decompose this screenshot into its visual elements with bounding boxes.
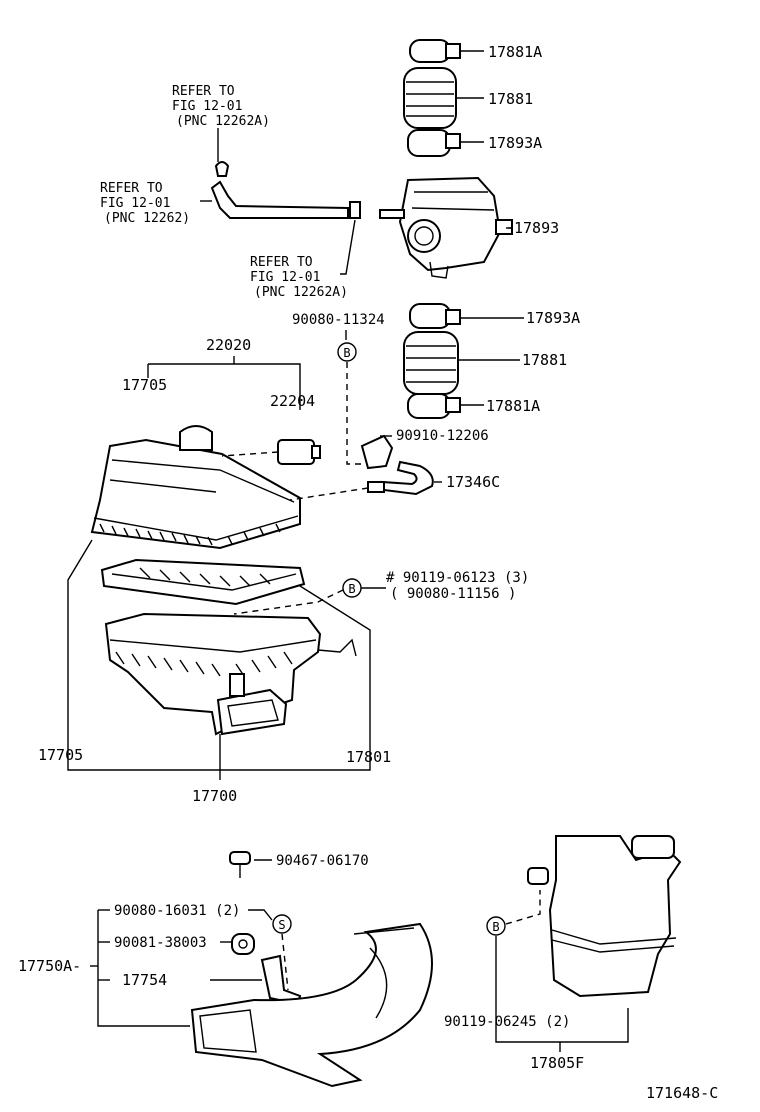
callout-22204: 22204 <box>270 392 315 410</box>
callout-17881a-mid: 17881A <box>486 397 540 415</box>
callout-90080-16031: 90080-16031 (2) <box>114 903 240 919</box>
callout-17805f: 17805F <box>530 1054 584 1072</box>
callout-17750a: 17750A- <box>18 957 81 975</box>
callout-17346c: 17346C <box>446 473 500 491</box>
ref-b-line-2: FIG 12-01 <box>100 196 170 211</box>
diagram-code: 171648-C <box>646 1084 718 1102</box>
ref-note-c: REFER TO FIG 12-01 (PNC 12262A) <box>250 255 348 300</box>
ref-c-line-2: FIG 12-01 <box>250 270 320 285</box>
callout-90081-38003: 90081-38003 <box>114 935 207 951</box>
marker-b-middle: B <box>348 582 355 596</box>
bracket-17754 <box>260 954 302 1006</box>
air-filter-element <box>100 558 306 606</box>
callout-17754: 17754 <box>122 971 167 989</box>
callout-17705-bottom: 17705 <box>38 746 83 764</box>
ref-c-line-3: (PNC 12262A) <box>254 285 348 300</box>
ref-a-line-2: FIG 12-01 <box>172 99 242 114</box>
marker-s: S <box>278 918 285 932</box>
callout-90080-11156: ( 90080-11156 ) <box>390 586 516 602</box>
lower-hose-assembly <box>403 303 461 419</box>
callout-90467-06170: 90467-06170 <box>276 853 369 869</box>
ref-c-line-1: REFER TO <box>250 255 313 270</box>
callout-90119-06123: # 90119-06123 (3) <box>386 570 529 586</box>
callout-17700: 17700 <box>192 787 237 805</box>
callout-90080-11324: 90080-11324 <box>292 312 385 328</box>
ref-note-a: REFER TO FIG 12-01 (PNC 12262A) <box>172 84 270 129</box>
callout-17881a-top: 17881A <box>488 43 542 61</box>
ref-b-line-1: REFER TO <box>100 181 163 196</box>
callout-17893: 17893 <box>514 219 559 237</box>
clip-90467-06170 <box>229 851 251 878</box>
upper-hose-assembly <box>403 39 461 157</box>
ref-note-b: REFER TO FIG 12-01 (PNC 12262) <box>100 181 190 226</box>
marker-b-upper: B <box>343 346 350 360</box>
callout-22020: 22020 <box>206 336 251 354</box>
resonator-17893 <box>379 176 513 279</box>
grommet-90081-38003 <box>231 933 255 955</box>
callout-17893a-mid: 17893A <box>526 309 580 327</box>
vsv-90910-12206 <box>360 434 394 470</box>
callout-90910-12206: 90910-12206 <box>396 428 489 444</box>
callout-17705-top: 17705 <box>122 376 167 394</box>
vacuum-hose <box>210 161 361 219</box>
callout-17881-top: 17881 <box>488 90 533 108</box>
hose-17346c <box>367 460 434 496</box>
inlet-duct-17750a <box>190 922 433 1088</box>
callout-17893a-top: 17893A <box>488 134 542 152</box>
ref-b-line-3: (PNC 12262) <box>104 211 190 226</box>
marker-b-lower: B <box>492 920 499 934</box>
sensor-22204 <box>277 439 321 465</box>
callout-17881-mid: 17881 <box>522 351 567 369</box>
ref-a-line-3: (PNC 12262A) <box>176 114 270 129</box>
ref-a-line-1: REFER TO <box>172 84 235 99</box>
air-cleaner-cap-17705 <box>90 425 301 550</box>
resonator-17805f <box>527 835 682 998</box>
callout-17801: 17801 <box>346 748 391 766</box>
air-cleaner-case-17801 <box>104 612 322 736</box>
callout-90119-06245: 90119-06245 (2) <box>444 1014 570 1030</box>
